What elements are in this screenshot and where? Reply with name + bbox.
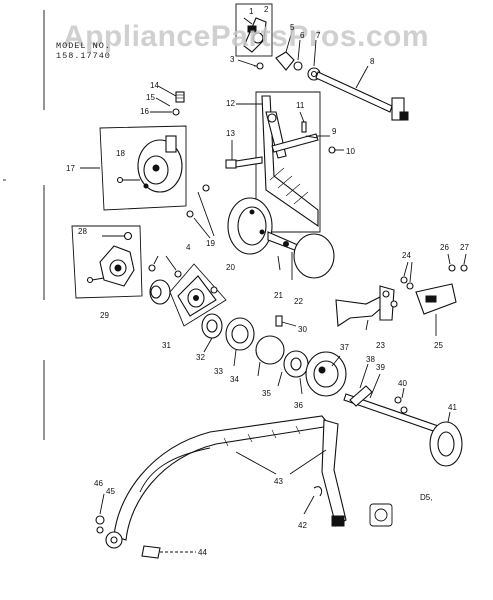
part-group-37 <box>305 351 463 467</box>
callout-30: 30 <box>298 325 307 334</box>
model-number: 158.17740 <box>56 51 111 61</box>
callout-8: 8 <box>370 57 375 66</box>
callout-35: 35 <box>262 389 271 398</box>
callout-39: 39 <box>376 363 385 372</box>
callout-29: 29 <box>100 311 109 320</box>
callout-22: 22 <box>294 297 303 306</box>
callout-3: 3 <box>230 55 235 64</box>
part-group-20 <box>186 184 335 280</box>
callout-43: 43 <box>274 477 283 486</box>
callout-19: 19 <box>206 239 215 248</box>
callout-2: 2 <box>264 5 269 14</box>
callout-23: 23 <box>376 341 385 350</box>
callout-31: 31 <box>162 341 171 350</box>
part-group-29 <box>71 225 143 299</box>
callout-16: 16 <box>140 107 149 116</box>
callout-11: 11 <box>296 101 305 110</box>
callout-28: 28 <box>78 227 87 236</box>
callout-41: 41 <box>448 403 457 412</box>
callout-26: 26 <box>440 243 449 252</box>
callout-13: 13 <box>226 129 235 138</box>
callout-6: 6 <box>300 31 305 40</box>
callout-14: 14 <box>150 81 159 90</box>
watermark: AppliancePartsPros.com <box>63 20 429 53</box>
callout-1: 1 <box>249 7 254 16</box>
callout-10: 10 <box>346 147 355 156</box>
callout-21: 21 <box>274 291 283 300</box>
part-group-top <box>235 3 409 121</box>
callout-38: 38 <box>366 355 375 364</box>
callout-44: 44 <box>198 548 207 557</box>
callout-45: 45 <box>106 487 115 496</box>
callout-27: 27 <box>460 243 469 252</box>
callout-20: 20 <box>226 263 235 272</box>
callout-4: 4 <box>186 243 191 252</box>
callout-46: 46 <box>94 479 103 488</box>
margin-marks <box>3 10 45 440</box>
callout-5: 5 <box>290 23 295 32</box>
callout-17: 17 <box>66 164 75 173</box>
callout-32: 32 <box>196 353 205 362</box>
part-group-hook <box>201 313 309 395</box>
callout-36: 36 <box>294 401 303 410</box>
callout-25: 25 <box>434 341 443 350</box>
callout-15: 15 <box>146 93 155 102</box>
callout-7: 7 <box>316 31 321 40</box>
part-group-17 <box>80 85 187 211</box>
callout-18: 18 <box>116 149 125 158</box>
callout-9: 9 <box>332 127 337 136</box>
part-group-12 <box>225 91 344 233</box>
callout-40: 40 <box>398 379 407 388</box>
page-code: D5, <box>420 493 432 502</box>
model-label: MODEL NO. <box>56 41 111 51</box>
part-group-43 <box>95 415 393 559</box>
callout-34: 34 <box>230 375 239 384</box>
part-group-31 <box>148 255 297 327</box>
callout-42: 42 <box>298 521 307 530</box>
callout-24: 24 <box>402 251 411 260</box>
callout-37: 37 <box>340 343 349 352</box>
callout-12: 12 <box>226 99 235 108</box>
callout-33: 33 <box>214 367 223 376</box>
part-group-23 <box>335 253 468 336</box>
